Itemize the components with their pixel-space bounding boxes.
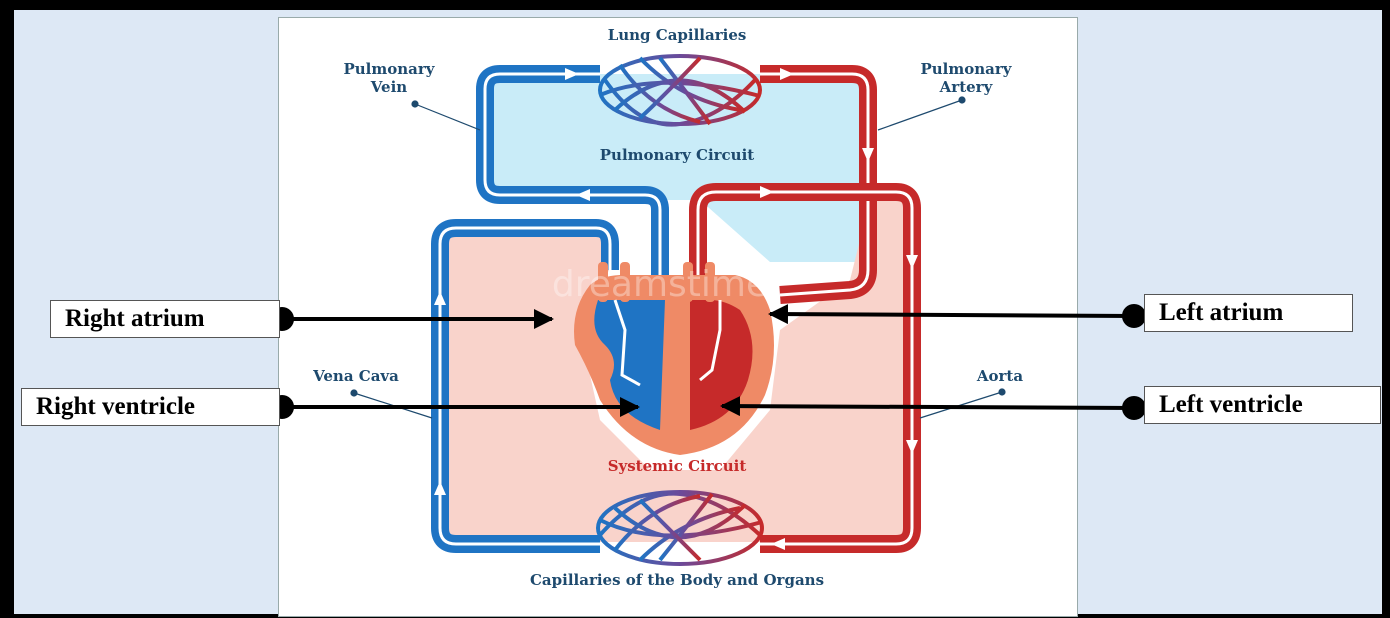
left-atrium-callout: Left atrium	[1144, 294, 1353, 332]
vena-cava-label: Vena Cava	[312, 367, 399, 385]
body-capillaries	[598, 492, 762, 564]
pulmonary-vein-label-line1: Pulmonary	[343, 60, 435, 78]
watermark: dreamstime	[552, 264, 768, 305]
pulmonary-vein-label-line2: Vein	[370, 78, 408, 96]
lung-capillaries-label: Lung Capillaries	[608, 26, 747, 44]
pulmonary-circuit-label: Pulmonary Circuit	[600, 146, 755, 164]
pulmonary-artery-label-line1: Pulmonary	[920, 60, 1012, 78]
left-ventricle-callout: Left ventricle	[1144, 386, 1381, 424]
right-ventricle-callout: Right ventricle	[21, 388, 280, 426]
systemic-circuit-label: Systemic Circuit	[608, 457, 747, 475]
right-atrium-callout: Right atrium	[50, 300, 280, 338]
body-capillaries-label: Capillaries of the Body and Organs	[530, 571, 824, 589]
aorta-label: Aorta	[976, 367, 1023, 385]
pulmonary-artery-label-line2: Artery	[939, 78, 994, 96]
